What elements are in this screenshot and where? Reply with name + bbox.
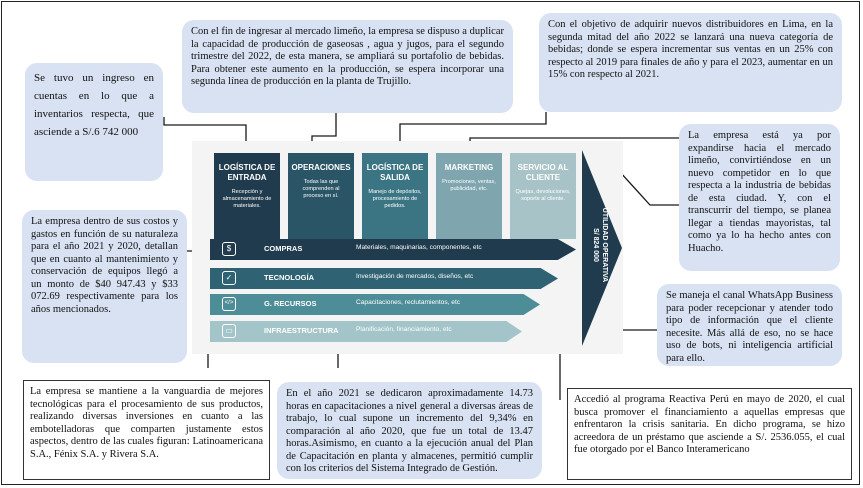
primary-activity-title: OPERACIONES	[291, 163, 351, 172]
primary-activity-desc: Promociones, ventas, publicidad, etc.	[442, 179, 496, 192]
dollar-icon: $	[222, 242, 236, 256]
margin-arrow-shape	[582, 150, 622, 346]
support-activity-human-resources: </> G. RECURSOS Capacitaciones, reclutam…	[210, 294, 540, 315]
support-activity-technology: ✓ TECNOLOGÍA Investigación de mercados, …	[210, 268, 558, 289]
primary-activity-marketing: MARKETING Promociones, ventas, publicida…	[436, 153, 502, 239]
support-activity-title: G. RECURSOS	[264, 299, 317, 308]
support-activity-title: COMPRAS	[264, 244, 303, 253]
support-activity-desc: Capacitaciones, reclutamientos, etc	[356, 299, 461, 306]
support-activity-desc: Investigación de mercados, diseños, etc	[356, 273, 474, 280]
note-inventory: Se tuvo un ingreso en cuentas en lo que …	[25, 63, 163, 181]
code-icon: </>	[222, 297, 236, 311]
note-training-hours: En el año 2021 se dedicaron aproximadame…	[277, 382, 542, 479]
note-technology: La empresa se mantiene a la vanguardia d…	[23, 380, 270, 480]
note-whatsapp: Se maneja el canal WhatsApp Business par…	[657, 284, 842, 366]
check-icon: ✓	[222, 271, 236, 285]
note-maintenance-costs: La empresa dentro de sus costos y gastos…	[22, 210, 187, 363]
primary-activity-title: SERVICIO AL CLIENTE	[517, 163, 569, 182]
support-activity-infrastructure: ▭ INFRAESTRUCTURA Planificación, financi…	[210, 321, 522, 342]
support-activity-title: INFRAESTRUCTURA	[264, 326, 339, 335]
support-activity-title: TECNOLOGÍA	[264, 273, 314, 282]
primary-activity-desc: Quejas, devoluciones, soporte al cliente…	[515, 189, 571, 202]
margin-arrow	[582, 150, 622, 346]
support-activity-purchasing: $ COMPRAS Materiales, maquinarias, compo…	[210, 239, 576, 260]
value-chain-diagram: LOGÍSTICA DE ENTRADA Recepción y almacen…	[192, 141, 623, 354]
support-activity-desc: Materiales, maquinarias, componentes, et…	[356, 244, 482, 251]
primary-activity-desc: Todas las que comprenden al proceso en s…	[302, 179, 340, 199]
support-activity-desc: Planificación, financiamiento, etc	[356, 326, 452, 333]
primary-activity-customer-service: SERVICIO AL CLIENTE Quejas, devoluciones…	[510, 153, 576, 239]
note-market-expansion: La empresa está ya por expandirse hacia …	[679, 124, 840, 271]
monitor-icon: ▭	[222, 324, 236, 338]
primary-activity-desc: Recepción y almacenamiento de materiales…	[222, 189, 272, 209]
primary-activity-title: LOGÍSTICA DE ENTRADA	[218, 163, 276, 182]
primary-activity-outbound-logistics: LOGÍSTICA DE SALIDA Manejo de depósitos,…	[362, 153, 428, 239]
primary-activity-operations: OPERACIONES Todas las que comprenden al …	[288, 153, 354, 239]
note-production-capacity: Con el fin de ingresar al mercado limeño…	[182, 20, 513, 113]
operating-profit-value: S/ 824 000	[592, 228, 599, 262]
primary-activity-title: MARKETING	[444, 163, 494, 172]
primary-activity-desc: Manejo de depósitos, procesamiento de pe…	[368, 189, 422, 209]
operating-profit-title: UTILIDAD OPERATIVA	[601, 207, 608, 283]
note-reactiva-peru: Accedió al programa Reactiva Perú en may…	[567, 388, 852, 480]
operating-profit-label: UTILIDAD OPERATIVA S/ 824 000	[591, 205, 609, 285]
primary-activity-title: LOGÍSTICA DE SALIDA	[366, 163, 424, 182]
note-new-distributors: Con el objetivo de adquirir nuevos distr…	[539, 13, 842, 112]
primary-activity-inbound-logistics: LOGÍSTICA DE ENTRADA Recepción y almacen…	[214, 153, 280, 239]
